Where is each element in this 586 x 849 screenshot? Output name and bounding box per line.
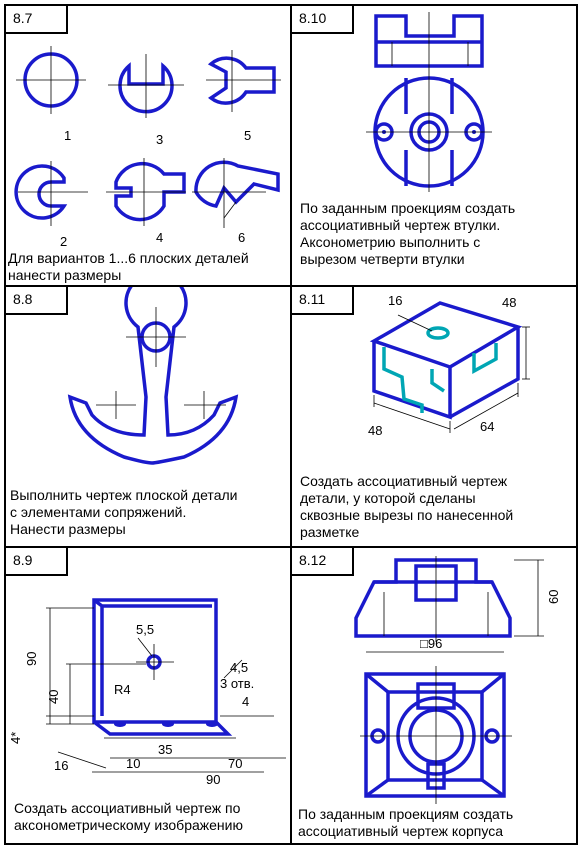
housing-front-view xyxy=(354,556,544,653)
block-isometric-drawing: 16 48 48 64 xyxy=(368,293,530,438)
dim-height-40: 40 xyxy=(46,690,61,704)
task-number: 8.7 xyxy=(6,6,68,34)
task-text: Создать ассоциативный чертеж детали, у к… xyxy=(300,473,514,540)
block-body xyxy=(369,301,530,433)
bushing-front-view xyxy=(374,12,484,72)
part-label-5: 5 xyxy=(244,128,251,143)
dim-hole-4-5: 4,5 xyxy=(230,660,248,675)
dim-10: 10 xyxy=(126,756,140,771)
dim-height-48: 48 xyxy=(502,295,516,310)
part-label-2: 2 xyxy=(60,234,67,249)
dim-diameter-16: 16 xyxy=(388,293,402,308)
part-label-4: 4 xyxy=(156,230,163,245)
cell-8-9: 8.9 xyxy=(4,546,292,845)
dim-70: 70 xyxy=(228,756,242,771)
dim-holes-count: 3 отв. xyxy=(220,676,254,691)
task-text: По заданным проекциям создать ассоциатив… xyxy=(300,200,516,267)
task-number: 8.11 xyxy=(292,287,354,315)
cell-8-7: 8.7 xyxy=(4,4,292,287)
part-1 xyxy=(16,46,86,114)
bracket-body xyxy=(46,598,286,773)
dim-height-90: 90 xyxy=(24,652,39,666)
housing-drawing: 60 □96 xyxy=(354,556,561,804)
part-4 xyxy=(106,158,186,226)
bracket-isometric-drawing: 5,5 4,5 3 отв. 4 R4 90 40 4* 35 16 10 70… xyxy=(8,598,286,787)
task-number: 8.8 xyxy=(6,287,68,315)
part-6 xyxy=(192,158,280,228)
part-5 xyxy=(206,50,281,112)
dim-hole-5-5: 5,5 xyxy=(136,622,154,637)
dim-length-64: 64 xyxy=(480,419,494,434)
flat-parts-drawing: 1 3 5 2 4 6 xyxy=(14,46,281,249)
part-2 xyxy=(14,161,88,226)
dim-depth-48: 48 xyxy=(368,423,382,438)
dim-thickness-4: 4* xyxy=(8,732,23,744)
task-text: По заданным проекциям создать ассоциатив… xyxy=(298,806,514,839)
cell-8-12: 8.12 xyxy=(290,546,578,845)
task-text: Создать ассоциативный чертеж по аксономе… xyxy=(14,800,243,833)
cell-8-10: 8.10 По з xyxy=(290,4,578,287)
cell-8-8: 8.8 Выполнить чертеж плоской детали с эл… xyxy=(4,285,292,548)
bushing-drawing xyxy=(366,12,492,192)
dim-square-96: □96 xyxy=(420,636,442,651)
dim-radius-4: R4 xyxy=(114,682,131,697)
dim-90: 90 xyxy=(206,772,220,787)
dim-16: 16 xyxy=(54,758,68,773)
part-label-1: 1 xyxy=(64,128,71,143)
part-3 xyxy=(108,54,184,118)
dim-35: 35 xyxy=(158,742,172,757)
dim-height-60: 60 xyxy=(546,590,561,604)
cell-8-11: 8.11 16 48 48 64 xyxy=(290,285,578,548)
task-number: 8.9 xyxy=(6,548,68,576)
part-label-3: 3 xyxy=(156,132,163,147)
bushing-top-view xyxy=(366,72,492,192)
anchor-part xyxy=(67,287,239,465)
task-text: Для вариантов 1...6 плоских деталей нане… xyxy=(8,250,249,283)
housing-top-view xyxy=(360,666,512,804)
part-label-6: 6 xyxy=(238,230,245,245)
anchor-part-drawing xyxy=(67,287,239,465)
dim-4: 4 xyxy=(242,694,249,709)
task-number: 8.12 xyxy=(292,548,354,576)
task-text: Выполнить чертеж плоской детали с элемен… xyxy=(10,487,238,537)
task-number: 8.10 xyxy=(292,6,354,34)
